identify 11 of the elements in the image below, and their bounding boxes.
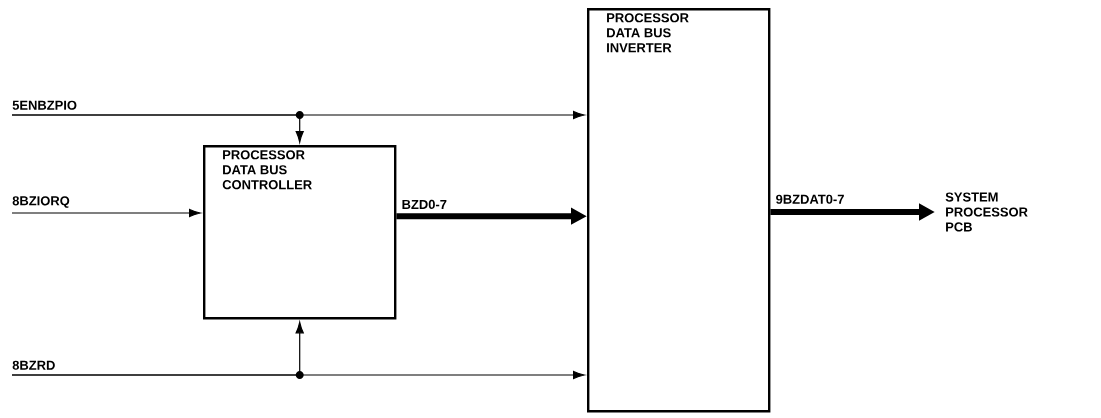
arrow (11, 208, 201, 218)
edge-label: 9BZDAT0-7 (776, 194, 844, 204)
signal-label: 5ENBZPIO (12, 100, 77, 110)
edge-label: BZD0-7 (402, 199, 447, 209)
block-box: PROCESSOR DATA BUS CONTROLLER (203, 145, 397, 320)
signal-label: 8BZIORQ (12, 196, 70, 208)
arrow (11, 114, 304, 143)
arrow (11, 321, 304, 376)
block-box: PROCESSOR DATA BUS INVERTER (587, 8, 771, 413)
signal-label: 8BZRD (12, 360, 55, 370)
destination-label: SYSTEM PROCESSOR PCB (945, 192, 1028, 232)
